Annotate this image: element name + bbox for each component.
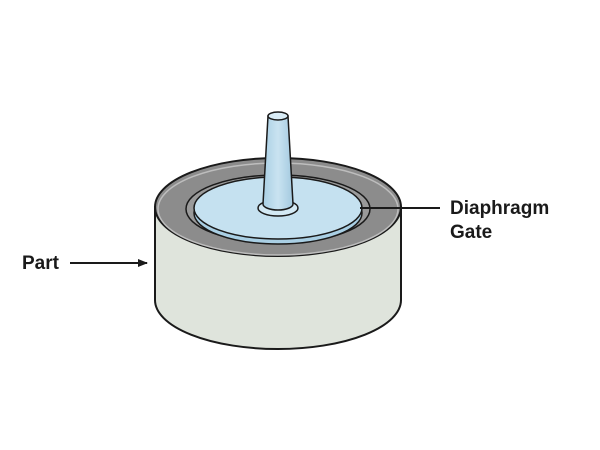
sprue-top [267,111,289,121]
diaphragm-gate-label-line2: Gate [450,222,492,243]
sprue [262,115,294,211]
diaphragm-gate-label-line1: Diaphragm [450,198,549,219]
part-label: Part [22,253,60,274]
